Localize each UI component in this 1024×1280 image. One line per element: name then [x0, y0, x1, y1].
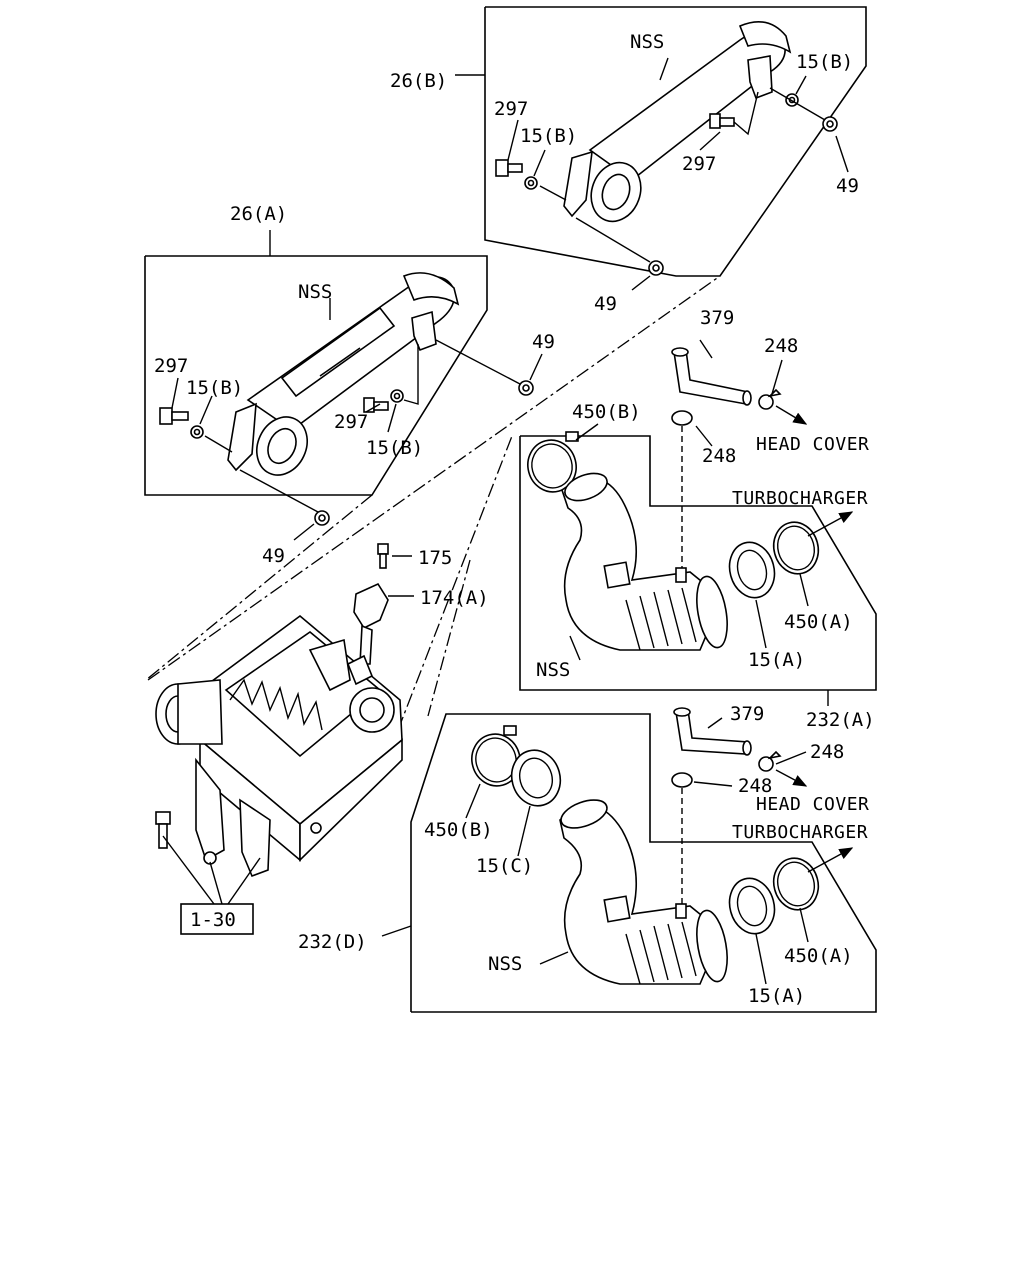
label-175: 175	[418, 547, 452, 569]
label-nss-26b: NSS	[630, 31, 664, 53]
label-head-cover-a: HEAD COVER	[756, 434, 869, 455]
clamp-450a-d	[772, 857, 820, 911]
snorkel-duct-26a	[227, 272, 460, 476]
ref-box-1-30	[180, 903, 254, 935]
label-49-a1: 49	[532, 331, 555, 353]
clamp-450b-d	[471, 733, 521, 787]
clip-248-a2	[671, 410, 693, 426]
nut-15b-a1	[190, 425, 204, 439]
label-248-d1: 248	[810, 741, 844, 763]
label-15a-d: 15(A)	[748, 985, 805, 1007]
clip-248-d1	[758, 750, 782, 772]
label-15c-d: 15(C)	[476, 855, 533, 877]
label-15b-a1: 15(B)	[186, 377, 243, 399]
group-232a-frame	[519, 435, 877, 691]
label-1-30: 1-30	[190, 909, 236, 931]
label-248-a2: 248	[702, 445, 736, 467]
elbow-hose-d	[559, 805, 723, 985]
clip-248-a1	[758, 388, 782, 410]
label-450a-a: 450(A)	[784, 611, 853, 633]
group-26b: 26(B) NSS 297 15(B) 15(B) 297 49 49	[390, 6, 867, 315]
label-nss-26a: NSS	[298, 281, 332, 303]
label-297-a1: 297	[154, 355, 188, 377]
nut-49-a1	[518, 380, 534, 396]
nut-49-b1	[822, 116, 838, 132]
label-232d: 232(D)	[298, 931, 367, 953]
label-379-a: 379	[700, 307, 734, 329]
clamp-450b-a	[527, 439, 577, 493]
label-450b-d: 450(B)	[424, 819, 493, 841]
label-450a-d: 450(A)	[784, 945, 853, 967]
label-174a: 174(A)	[420, 587, 489, 609]
bolt-297-a1	[159, 407, 189, 425]
label-248-d2: 248	[738, 775, 772, 797]
snorkel-duct-26b	[563, 20, 792, 223]
group-232a: 379 248 248 HEAD COVER TURBOCHARGER 450(…	[519, 307, 877, 731]
label-15b-b2: 15(B)	[796, 51, 853, 73]
label-nss-232a: NSS	[536, 659, 570, 681]
bolt-297-b1	[495, 159, 523, 177]
label-297-a2: 297	[334, 411, 368, 433]
ring-15a-d	[728, 877, 776, 935]
label-248-a1: 248	[764, 335, 798, 357]
label-15b-b1: 15(B)	[520, 125, 577, 147]
label-15b-a2: 15(B)	[366, 437, 423, 459]
bolt-297-b2	[709, 113, 735, 129]
label-297-b2: 297	[682, 153, 716, 175]
label-26a: 26(A)	[230, 203, 287, 225]
ring-15a-a	[728, 541, 776, 599]
nut-49-b2	[648, 260, 664, 276]
group-26a-frame	[144, 255, 488, 496]
hose-379-a	[671, 347, 752, 406]
label-297-b1: 297	[494, 98, 528, 120]
elbow-hose-a	[561, 477, 723, 651]
group-232d-frame	[410, 713, 877, 1013]
group-232d: 379 248 248 HEAD COVER TURBOCHARGER 450(…	[298, 703, 877, 1013]
label-nss-232d: NSS	[488, 953, 522, 975]
label-26b: 26(B)	[390, 70, 447, 92]
label-turbocharger-a: TURBOCHARGER	[732, 488, 868, 509]
label-15a-a: 15(A)	[748, 649, 805, 671]
clamp-450a-a	[772, 521, 820, 575]
hose-379-d	[673, 707, 752, 756]
clip-248-d2	[671, 772, 693, 788]
label-232a: 232(A)	[806, 709, 875, 731]
sensor-174a	[346, 582, 389, 686]
nut-15b-b1	[524, 176, 538, 190]
label-49-b1: 49	[836, 175, 859, 197]
label-379-d: 379	[730, 703, 764, 725]
label-450b-a: 450(B)	[572, 401, 641, 423]
bolt-297-a2	[363, 397, 389, 413]
nut-15b-a2	[390, 389, 404, 403]
label-turbocharger-d: TURBOCHARGER	[732, 822, 868, 843]
nut-49-a2	[314, 510, 330, 526]
label-head-cover-d: HEAD COVER	[756, 794, 869, 815]
screw-175	[377, 543, 389, 569]
air-cleaner-assembly: 175 174(A) 1-30	[145, 275, 721, 935]
label-49-b2: 49	[594, 293, 617, 315]
group-26a: 26(A) NSS 297 15(B) 297 15(B) 49 49	[144, 203, 555, 567]
label-49-a2: 49	[262, 545, 285, 567]
